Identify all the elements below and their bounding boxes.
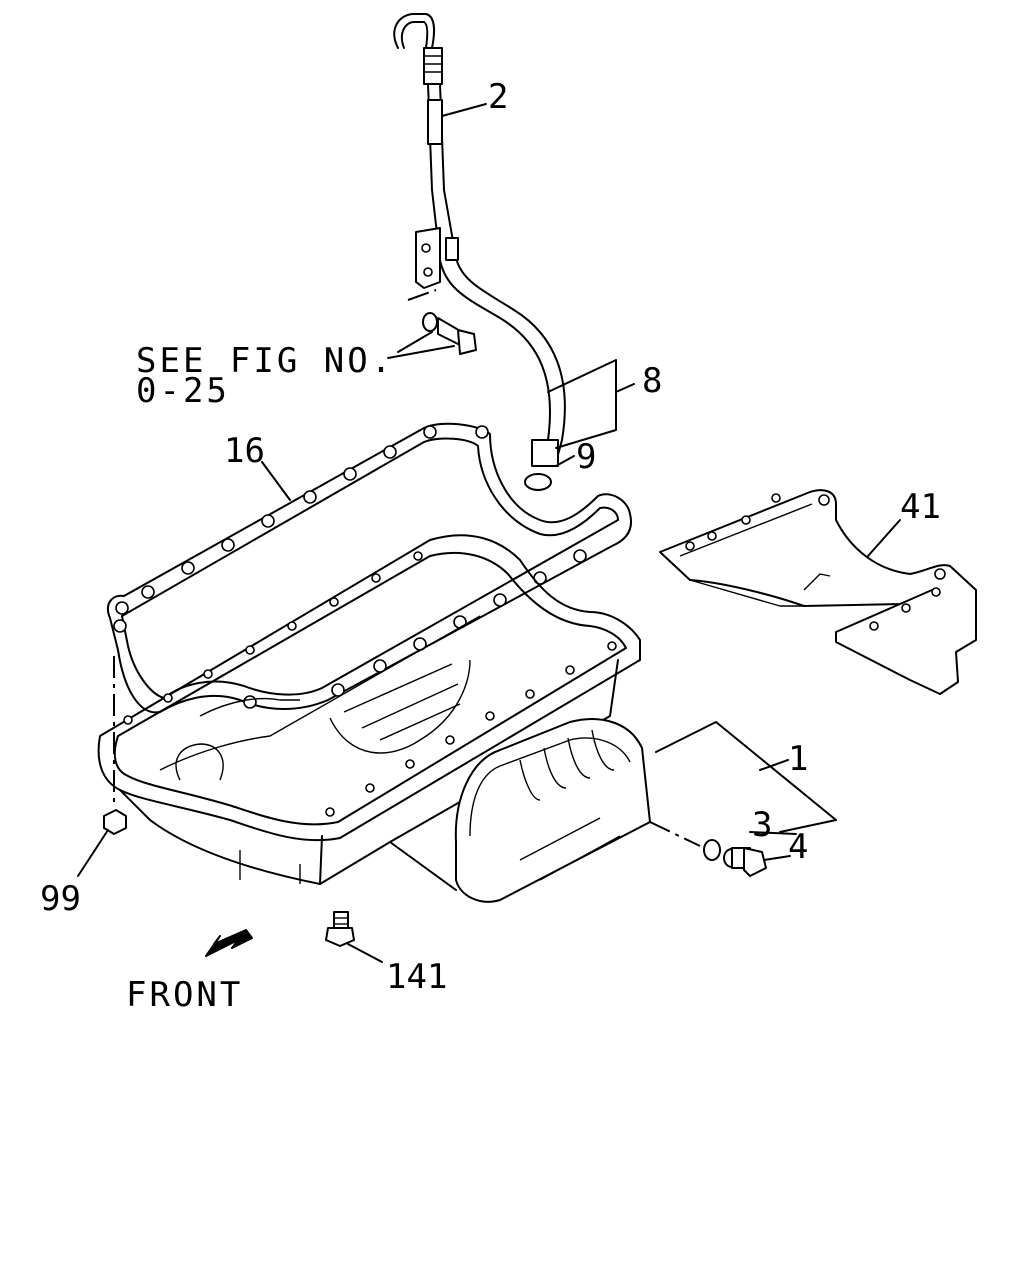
oil-pan-gasket xyxy=(106,422,632,714)
reference-note-line2: 0-25 xyxy=(136,371,230,411)
drain-plug-washer xyxy=(703,839,721,861)
front-label: FRONT xyxy=(126,975,243,1015)
callout-1: 1 xyxy=(788,739,808,779)
callout-99: 99 xyxy=(40,879,81,919)
reference-note-line1: SEE FIG NO. xyxy=(136,341,394,381)
callout-9: 9 xyxy=(576,437,596,477)
front-arrow-icon xyxy=(205,929,253,957)
oil-level-gauge xyxy=(393,13,566,491)
callout-2: 2 xyxy=(488,77,508,117)
callout-4: 4 xyxy=(788,827,808,867)
callout-8: 8 xyxy=(642,361,662,401)
oil-pan xyxy=(97,534,651,903)
stud-bolt xyxy=(325,911,355,947)
callout-16: 16 xyxy=(224,431,265,471)
drain-plug-assembly xyxy=(649,821,767,877)
callout-141: 141 xyxy=(386,957,447,997)
baffle-plate xyxy=(659,489,977,695)
bracket-bolt xyxy=(387,289,477,359)
leader-lines xyxy=(77,103,901,963)
callout-41: 41 xyxy=(900,487,941,527)
nut xyxy=(103,656,127,835)
drain-plug xyxy=(723,847,767,877)
callout-3: 3 xyxy=(752,805,772,845)
